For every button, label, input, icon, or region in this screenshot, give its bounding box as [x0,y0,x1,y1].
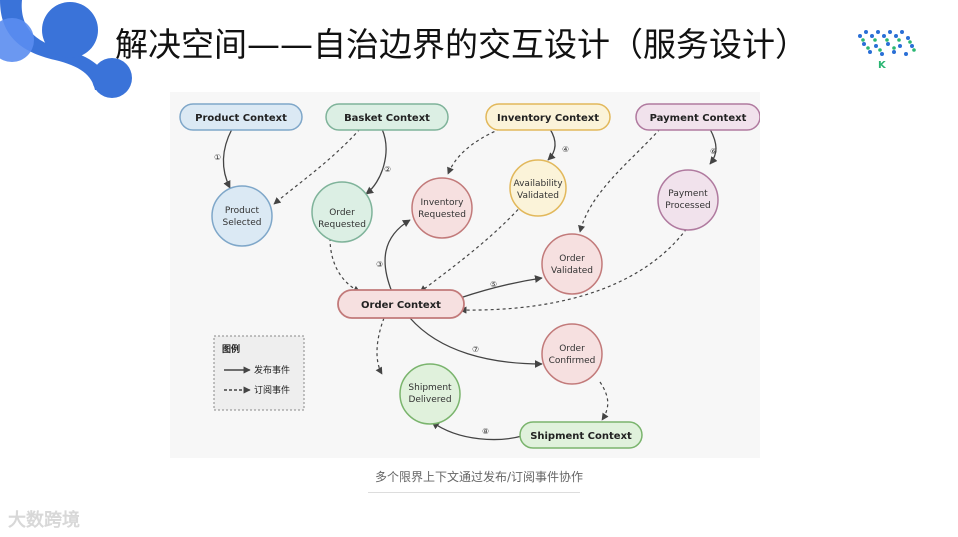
payment-context-pill [635,103,760,131]
watermark: 大数跨境 [8,510,80,531]
diagram-caption: 多个限界上下文通过发布/订阅事件协作 [374,470,584,484]
sub-order-requested-to-order [329,237,361,293]
step-6: ⑥ [710,147,717,156]
shipment-context-pill [519,421,643,449]
svg-text:K: K [878,60,887,70]
inventory-requested-line1: Inventory [421,198,465,208]
step-3: ③ [376,260,383,269]
order-confirmed-line2: Confirmed [549,356,596,366]
order-validated-event [541,233,603,295]
order-requested-event [311,181,373,243]
payment-processed-line1: Payment [668,189,708,199]
legend: 图例 发布事件 订阅事件 [213,335,305,411]
availability-validated-line1: Availability [513,179,563,189]
shipment-delivered-line1: Shipment [408,383,452,393]
arrow-basket-to-order-requested [365,128,387,195]
arrow-order-to-order-validated [459,275,543,299]
order-requested-line1: Order [329,208,355,218]
shipment-delivered-event [399,363,461,425]
payment-context-label: Payment Context [650,113,747,124]
sub-confirmed-to-shipment [599,381,609,421]
arrow-product-to-selected [222,128,233,189]
inventory-requested-line2: Requested [418,210,466,220]
order-validated-line1: Order [559,254,585,264]
legend-subscribe: 订阅事件 [254,384,290,396]
inventory-requested-event [411,177,473,239]
sub-inventory-requested-to-inventory [447,128,501,175]
order-confirmed-event [541,323,603,385]
order-validated-line2: Validated [551,266,593,276]
payment-processed-event [657,169,719,231]
shipment-context-label: Shipment Context [530,431,632,442]
legend-title: 图例 [222,343,240,355]
bounded-context-diagram: ① ② ③ ④ ⑤ ⑥ ⑦ ⑧ Product Context Basket C… [170,92,760,458]
order-requested-line2: Requested [318,220,366,230]
inventory-context-label: Inventory Context [497,113,599,124]
payment-processed-line2: Processed [665,201,710,211]
sub-selected-to-basket [273,128,361,205]
product-context-pill [179,103,303,131]
legend-publish: 发布事件 [254,364,290,376]
brand-logo-shape [0,0,132,98]
step-4: ④ [562,145,569,154]
sub-order-validated-to-payment [578,128,661,233]
step-7: ⑦ [472,345,479,354]
caption-divider [368,492,580,493]
arrow-order-to-inventory-requested [384,219,411,293]
order-confirmed-line1: Order [559,344,585,354]
arrow-order-to-order-confirmed [409,317,543,368]
step-8: ⑧ [482,427,489,436]
arrow-inventory-to-availability [547,128,556,161]
product-context-label: Product Context [195,113,287,124]
slide-title: 解决空间——自治边界的交互设计（服务设计） [115,25,808,64]
sub-order-to-delivered [375,317,385,375]
step-2: ② [384,165,391,174]
order-context-pill [337,289,465,319]
step-1: ① [214,153,221,162]
inventory-context-pill [485,103,611,131]
availability-validated-event [509,159,567,217]
product-selected-event [211,185,273,247]
product-selected-line1: Product [225,206,260,216]
shipment-delivered-line2: Delivered [408,395,451,405]
availability-validated-line2: Validated [517,191,559,201]
order-context-label: Order Context [361,300,441,311]
step-5: ⑤ [490,280,497,289]
basket-context-pill [325,103,449,131]
product-selected-line2: Selected [222,218,261,228]
basket-context-label: Basket Context [344,113,430,124]
company-logo: K [858,30,916,70]
arrow-payment-to-processed [709,128,718,165]
arrow-shipment-to-delivered [431,421,523,441]
